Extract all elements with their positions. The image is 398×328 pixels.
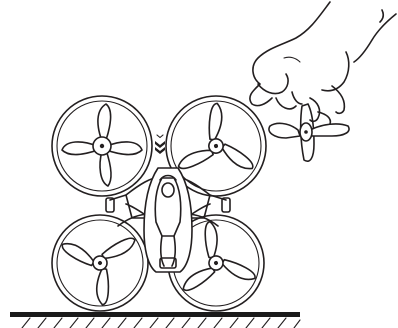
direction-arrow-icon (155, 135, 165, 154)
hand-illustration (250, 2, 396, 124)
ground-surface (10, 312, 300, 328)
drone-canopy (126, 168, 210, 272)
propeller-top-left (62, 104, 142, 186)
